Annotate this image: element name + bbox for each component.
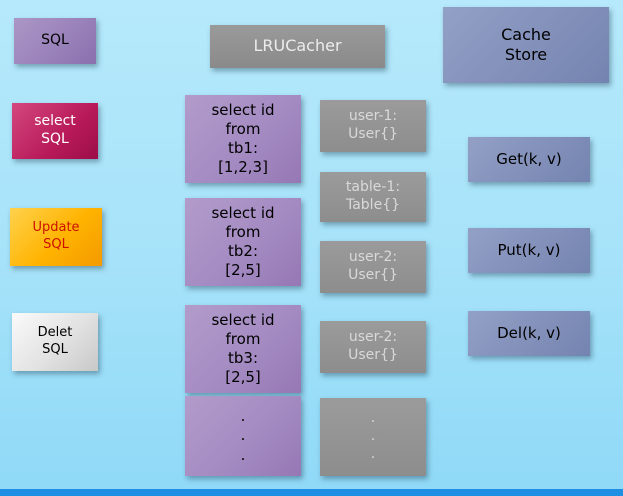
delete-sql-node: Delet SQL xyxy=(12,313,98,371)
del-op-label: Del(k, v) xyxy=(497,323,561,342)
query-line: [2,5] xyxy=(225,261,261,280)
cache-entry-table-1: table-1: Table{} xyxy=(320,172,426,222)
select-sql-line: select xyxy=(34,113,76,130)
update-sql-node: Update SQL xyxy=(10,208,102,266)
lru-cacher-label: LRUCacher xyxy=(253,36,342,56)
cache-entry-line: . xyxy=(370,445,376,462)
cache-entry-line: user-2: xyxy=(348,329,398,346)
get-op-node: Get(k, v) xyxy=(468,137,590,182)
query-line: select id xyxy=(211,100,275,119)
query-line: . xyxy=(240,426,246,445)
cache-store-line: Cache xyxy=(501,24,551,44)
cache-entry-line: User{} xyxy=(348,267,398,283)
cache-entry-line: User{} xyxy=(348,126,398,142)
lru-cacher-node: LRUCacher xyxy=(210,25,385,68)
query-line: [2,5] xyxy=(225,368,261,387)
cache-store-node: Cache Store xyxy=(443,7,609,83)
query-line: tb3: xyxy=(228,349,258,367)
query-line: from xyxy=(225,329,261,348)
cache-entry-line: . xyxy=(370,410,376,427)
query-line: select id xyxy=(211,203,275,222)
cache-entry-line: User{} xyxy=(348,347,398,363)
query-line: select id xyxy=(211,310,275,329)
query-node-tb3: select id from tb3: [2,5] xyxy=(185,305,301,393)
cache-entry-ellipsis: . . . xyxy=(320,398,426,476)
sql-node: SQL xyxy=(14,18,96,64)
select-sql-line: SQL xyxy=(41,131,69,147)
put-op-label: Put(k, v) xyxy=(497,240,561,259)
update-sql-line: SQL xyxy=(43,237,69,252)
cache-entry-line: user-1: xyxy=(348,108,398,125)
get-op-label: Get(k, v) xyxy=(496,149,562,168)
query-line: from xyxy=(225,119,261,138)
sql-node-label: SQL xyxy=(41,32,69,49)
query-node-tb2: select id from tb2: [2,5] xyxy=(185,198,301,286)
query-line: . xyxy=(240,445,246,464)
cache-entry-line: Table{} xyxy=(345,197,401,213)
cache-entry-user-1: user-1: User{} xyxy=(320,100,426,152)
cache-entry-user-2b: user-2: User{} xyxy=(320,321,426,373)
bottom-blue-bar xyxy=(0,489,623,496)
query-line: [1,2,3] xyxy=(218,158,268,177)
cache-entry-line: table-1: xyxy=(345,179,401,196)
query-node-tb1: select id from tb1: [1,2,3] xyxy=(185,95,301,183)
delete-sql-line: Delet xyxy=(37,325,73,341)
delete-sql-line: SQL xyxy=(42,342,68,357)
query-node-ellipsis: . . . xyxy=(185,396,301,476)
select-sql-node: select SQL xyxy=(12,103,98,159)
update-sql-line: Update xyxy=(32,220,80,236)
query-line: tb1: xyxy=(228,139,258,157)
cache-entry-user-2: user-2: User{} xyxy=(320,241,426,293)
put-op-node: Put(k, v) xyxy=(468,228,590,273)
cache-store-line: Store xyxy=(504,45,548,64)
cache-entry-line: user-2: xyxy=(348,249,398,266)
cache-entry-line: . xyxy=(370,428,376,445)
del-op-node: Del(k, v) xyxy=(468,311,590,356)
query-line: . xyxy=(240,407,246,426)
query-line: tb2: xyxy=(228,242,258,260)
query-line: from xyxy=(225,222,261,241)
